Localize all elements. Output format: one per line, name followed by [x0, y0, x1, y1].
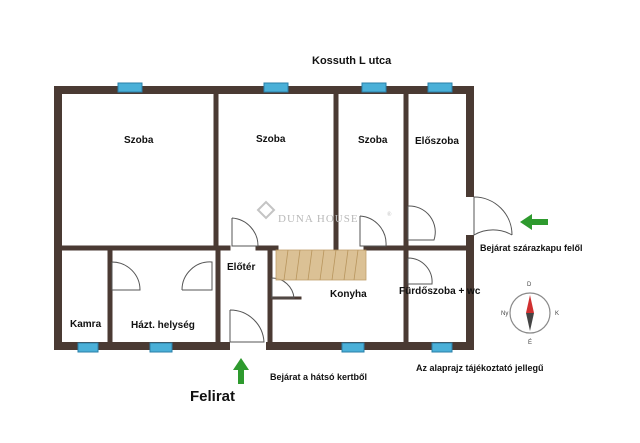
room-label-konyha: Konyha: [330, 289, 367, 300]
room-label-kamra: Kamra: [70, 319, 102, 330]
caption-label: Felirat: [190, 388, 235, 405]
note-entrance-back: Bejárat a hátsó kertből: [270, 372, 367, 382]
compass-needle-south-icon: [526, 313, 534, 331]
compass: D É K Ny: [501, 282, 559, 346]
street-label: Kossuth L utca: [312, 55, 392, 67]
note-entrance-side: Bejárat szárazkapu felől: [480, 243, 583, 253]
compass-label-n: É: [528, 339, 532, 346]
room-label-eloszoba: Előszoba: [415, 136, 459, 147]
compass-label-w: Ny: [501, 311, 508, 317]
watermark-text: DUNA HOUSE: [278, 213, 359, 225]
compass-label-s: D: [527, 282, 532, 288]
room-label-haztartasi: Házt. helység: [131, 320, 195, 331]
watermark: DUNA HOUSE ®: [256, 200, 393, 225]
arrow-left-icon: [520, 214, 548, 230]
watermark-logo-icon: [256, 200, 276, 220]
door-gaps: [230, 197, 474, 350]
watermark-mark: ®: [387, 211, 393, 218]
compass-label-e: K: [555, 311, 559, 317]
arrow-up-icon: [233, 358, 249, 384]
compass-needle-north-icon: [526, 295, 534, 313]
room-label-szoba-3: Szoba: [358, 135, 388, 146]
room-label-furdoszoba: Fürdőszoba + wc: [399, 286, 481, 297]
room-label-eloter: Előtér: [227, 262, 255, 273]
staircase: [275, 249, 367, 281]
room-label-szoba-1: Szoba: [124, 135, 154, 146]
windows: [77, 82, 453, 353]
door-swings: [111, 196, 513, 343]
note-disclaimer: Az alaprajz tájékoztató jellegű: [416, 363, 544, 373]
room-label-szoba-2: Szoba: [256, 134, 286, 145]
